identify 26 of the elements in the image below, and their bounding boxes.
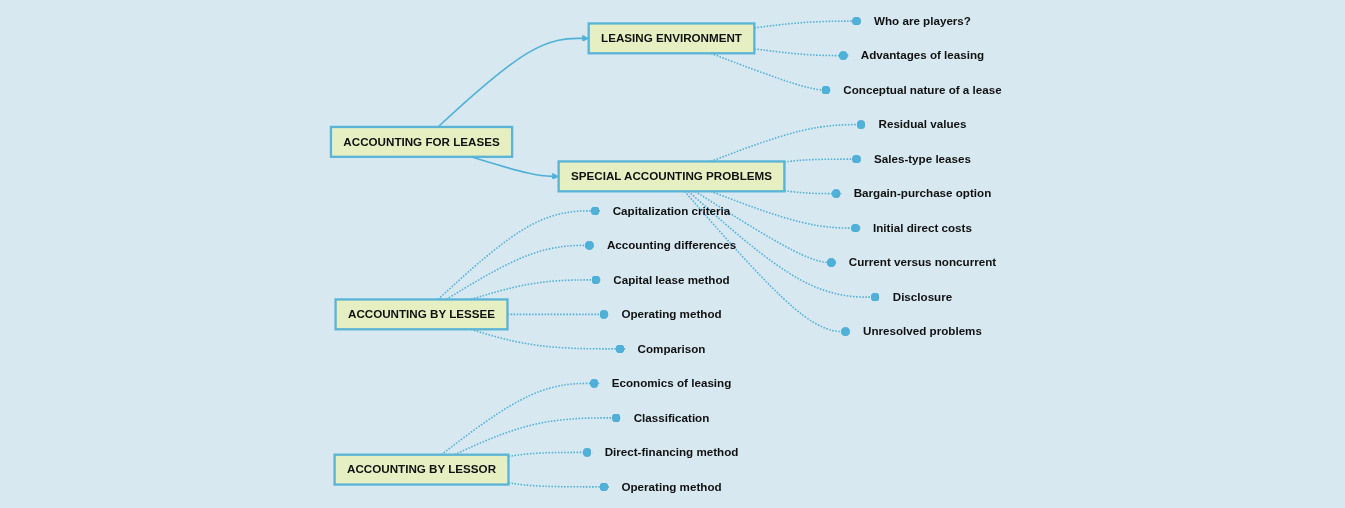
node-text: Operating method	[621, 307, 722, 321]
node-text: Classification	[633, 410, 710, 424]
node-text: Unresolved problems	[863, 324, 982, 338]
node-text: Economics of leasing	[611, 376, 732, 390]
node-box: SPECIAL ACCOUNTING PROBLEMS	[557, 160, 786, 193]
node-box: LEASING ENVIRONMENT	[587, 22, 756, 55]
node-text: Residual values	[878, 117, 967, 131]
connector	[440, 378, 601, 456]
connector	[683, 190, 852, 337]
node-text: Direct-financing method	[604, 445, 739, 459]
node-text: Comparison	[637, 341, 706, 355]
node-text: Capitalization criteria	[612, 203, 731, 217]
node-text: Disclosure	[892, 289, 953, 304]
node-text: Current versus noncurrent	[848, 255, 997, 269]
node-text: Accounting differences	[606, 238, 737, 252]
node-text: Bargain-purchase option	[853, 186, 992, 200]
node-box: ACCOUNTING BY LESSOR	[333, 453, 510, 486]
node-box: ACCOUNTING FOR LEASES	[329, 125, 514, 158]
node-text: Initial direct costs	[873, 220, 972, 235]
node-text: Operating method	[621, 479, 722, 493]
node-text: Capital lease method	[613, 272, 730, 286]
node-text: Advantages of leasing	[860, 48, 985, 62]
node-text: Conceptual nature of a lease	[843, 82, 1002, 97]
node-text: Sales-type leases	[873, 151, 971, 166]
node-box: ACCOUNTING BY LESSEE	[334, 298, 509, 331]
node-text: Who are players?	[874, 13, 971, 28]
